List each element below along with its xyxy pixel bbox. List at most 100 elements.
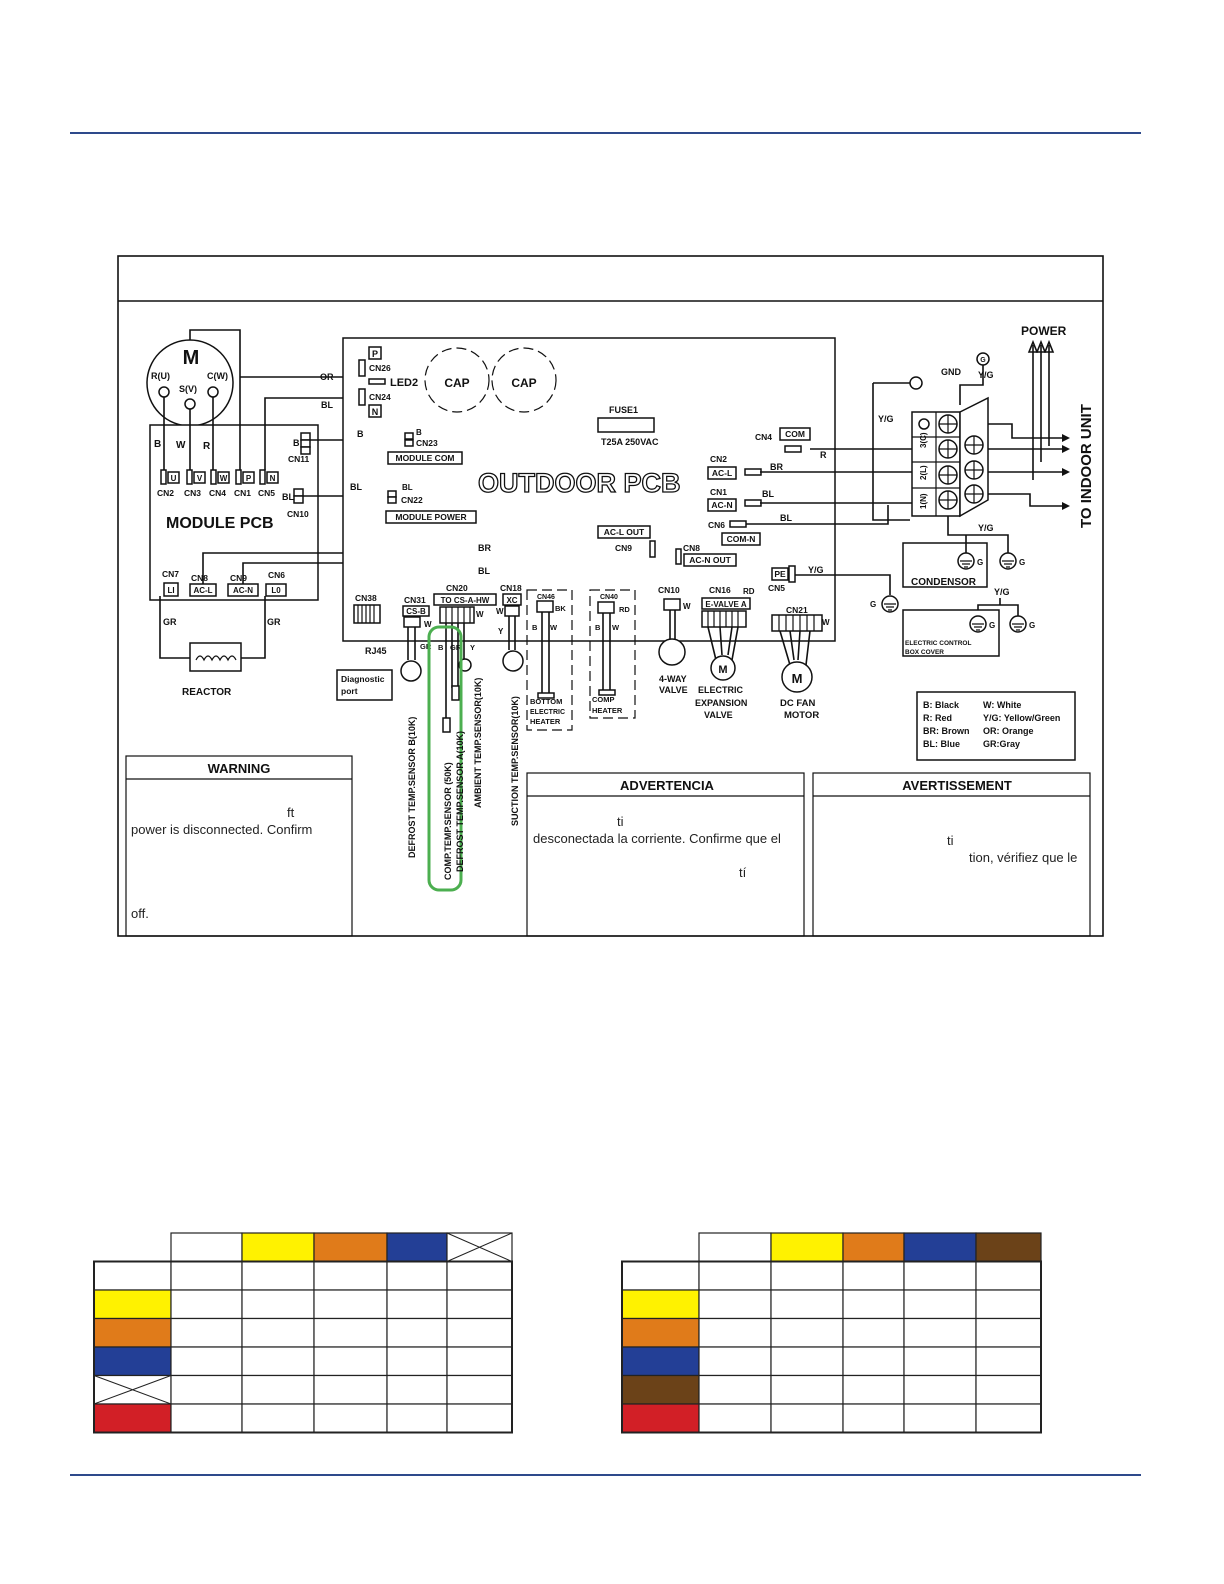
svg-text:U: U [171, 474, 177, 483]
svg-text:N: N [372, 407, 379, 417]
module-cn5: CN5 [258, 488, 275, 498]
right-grid-cell [770, 1317, 844, 1348]
outdoor-cn22: CN22 [401, 495, 423, 505]
sensor-defrost-b: DEFROST TEMP.SENSOR B(10K) [407, 717, 417, 858]
svg-text:CS-B: CS-B [406, 607, 426, 616]
outdoor-cn31: CN31 [404, 595, 426, 605]
svg-text:power is disconnected. Confirm: power is disconnected. Confirm [131, 822, 312, 837]
exp-valve-line2: EXPANSION [695, 698, 747, 708]
suction-sensor [502, 650, 524, 672]
right-grid-header-cell [770, 1232, 844, 1263]
left-grid-cell [446, 1346, 513, 1377]
svg-text:RD: RD [743, 587, 755, 596]
svg-text:R: R [820, 450, 827, 460]
reactor-label: REACTOR [182, 687, 232, 698]
right-grid-cell [842, 1317, 905, 1348]
svg-text:P: P [246, 474, 252, 483]
capacitor-2: CAP [491, 347, 557, 413]
left-grid-border [93, 1260, 513, 1434]
diag-port-line1: Diagnostic [341, 674, 385, 684]
outdoor-pcb-board [342, 337, 836, 642]
left-grid-header-cell [313, 1232, 388, 1263]
right-grid-header-cell [975, 1232, 1042, 1263]
svg-text:LI: LI [167, 586, 174, 595]
module-pcb-board [149, 424, 319, 601]
color-legend [916, 691, 1076, 761]
com-n-label: COM-N [727, 534, 756, 544]
rj45-label: RJ45 [365, 646, 387, 656]
module-cn7: CN7 [162, 569, 179, 579]
module-pin-p: P [235, 469, 255, 485]
acn-out-label: AC-N OUT [689, 555, 731, 565]
power-label: POWER [1021, 324, 1067, 338]
comp-heater-line1: COMP [592, 695, 615, 704]
svg-text:AC-L: AC-L [193, 586, 212, 595]
color-grid-right [621, 1232, 1042, 1434]
diag-port-line2: port [341, 686, 358, 696]
module-cn4: CN4 [209, 488, 226, 498]
svg-text:RD: RD [619, 605, 630, 614]
left-grid-cell [446, 1317, 513, 1348]
module-power-label: MODULE POWER [395, 512, 466, 522]
outdoor-cn23: CN23 [416, 438, 438, 448]
right-grid-cell [621, 1317, 700, 1348]
svg-text:Y/G: Y/G [994, 587, 1010, 597]
svg-text:G: G [977, 558, 983, 567]
svg-text:BL: Blue: BL: Blue [923, 739, 960, 749]
module-cn11-wire: B [293, 438, 300, 448]
left-grid-cell [241, 1403, 315, 1434]
svg-text:Y/G: Y/G [878, 414, 894, 424]
left-grid-cell [313, 1374, 388, 1405]
capacitor-1: CAP [424, 347, 490, 413]
svg-text:W: W [683, 602, 691, 611]
svg-text:G: G [989, 621, 995, 630]
module-cn11: CN11 [288, 454, 310, 464]
left-grid-cell [313, 1260, 388, 1291]
svg-text:ADVERTENCIA: ADVERTENCIA [620, 778, 715, 793]
fuse-label: FUSE1 [609, 405, 638, 415]
wire-or: OR [320, 372, 334, 382]
motor-symbol: M [183, 347, 200, 369]
fan-motor-line2: MOTOR [784, 710, 819, 721]
ecbox-line1: ELECTRIC CONTROL [905, 640, 971, 647]
left-grid-header-cell [241, 1232, 315, 1263]
svg-text:Y: Y [498, 627, 504, 636]
svg-text:BR: Brown: BR: Brown [923, 726, 970, 736]
left-grid-cell [386, 1317, 448, 1348]
svg-text:CN40: CN40 [600, 594, 618, 601]
comp-heater-dashed [589, 589, 636, 719]
left-grid-cell [386, 1289, 448, 1320]
outdoor-cn9: CN9 [615, 543, 632, 553]
right-grid-cell [621, 1403, 700, 1434]
svg-text:M: M [718, 664, 727, 676]
svg-text:BR: BR [770, 462, 783, 472]
module-cn10: CN10 [287, 509, 309, 519]
power-gnd: GND [941, 367, 962, 377]
bottom-heater-line2: ELECTRIC [530, 709, 565, 716]
module-pin-w: W [210, 469, 230, 485]
svg-text:E-VALVE A: E-VALVE A [705, 600, 746, 609]
left-grid-cell [313, 1346, 388, 1377]
svg-text:W: W [612, 623, 620, 632]
module-pin-u: U [160, 469, 180, 485]
motor-terminal-r: R(U) [151, 371, 170, 381]
right-grid-header-cell [622, 1233, 699, 1262]
right-grid-cell [698, 1289, 772, 1320]
module-com-label: MODULE COM [395, 453, 454, 463]
svg-text:Y/G: Yellow/Green: Y/G: Yellow/Green [983, 713, 1060, 723]
outdoor-cn16: CN16 [709, 585, 731, 595]
module-cn10-wire: BL [282, 492, 294, 502]
terminal-1n: 1(N) [919, 493, 928, 509]
svg-text:N: N [270, 474, 276, 483]
left-grid-cell [170, 1289, 243, 1320]
four-way-line1: 4-WAY [659, 674, 687, 684]
svg-text:ft: ft [287, 805, 295, 820]
bottom-heater-line3: HEATER [530, 717, 561, 726]
outdoor-cn10: CN10 [658, 585, 680, 595]
left-grid-cell [446, 1289, 513, 1320]
svg-text:BL: BL [402, 483, 413, 492]
svg-text:G: G [1019, 558, 1025, 567]
right-grid-cell [621, 1289, 700, 1320]
svg-text:W: W [550, 623, 558, 632]
bottom-heater-line1: BOTTOM [530, 697, 562, 706]
